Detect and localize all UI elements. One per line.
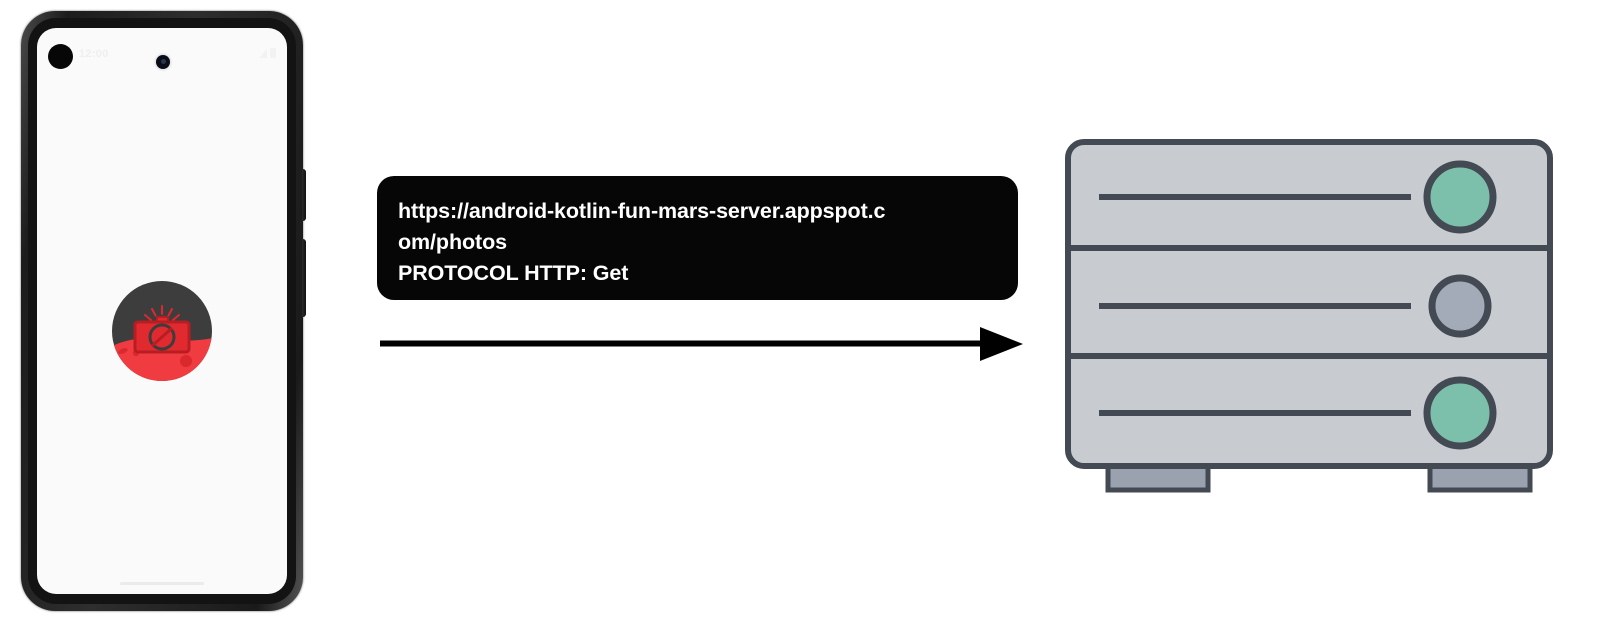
status-bar-icons — [259, 48, 276, 58]
rack-unit-1 — [1099, 160, 1497, 234]
android-phone: 12:00 — [21, 11, 306, 611]
status-led-1 — [1423, 160, 1497, 234]
request-url-line-1: https://android-kotlin-fun-mars-server.a… — [398, 199, 886, 223]
signal-strength-icon — [259, 49, 267, 58]
status-bar-time: 12:00 — [79, 48, 109, 60]
mars-photos-logo-icon — [112, 281, 212, 381]
request-callout: https://android-kotlin-fun-mars-server.a… — [377, 176, 1018, 300]
request-url-line-2: om/photos — [398, 230, 507, 254]
camera-lens — [161, 59, 166, 64]
home-gesture-indicator[interactable] — [120, 582, 204, 585]
volume-button[interactable] — [302, 239, 306, 317]
battery-icon — [270, 48, 276, 58]
status-led-2 — [1428, 274, 1492, 338]
right-arrow-icon — [380, 327, 1023, 361]
phone-screen: 12:00 — [37, 28, 287, 594]
app-notification-dot-icon — [48, 44, 73, 69]
request-protocol-line: PROTOCOL HTTP: Get — [398, 261, 629, 285]
rack-unit-2 — [1099, 274, 1492, 338]
web-server — [1065, 139, 1553, 493]
rack-unit-3 — [1099, 376, 1497, 450]
status-bar: 12:00 — [37, 28, 287, 69]
punch-hole-camera-icon — [156, 55, 170, 69]
power-button[interactable] — [302, 169, 306, 221]
status-led-3 — [1423, 376, 1497, 450]
